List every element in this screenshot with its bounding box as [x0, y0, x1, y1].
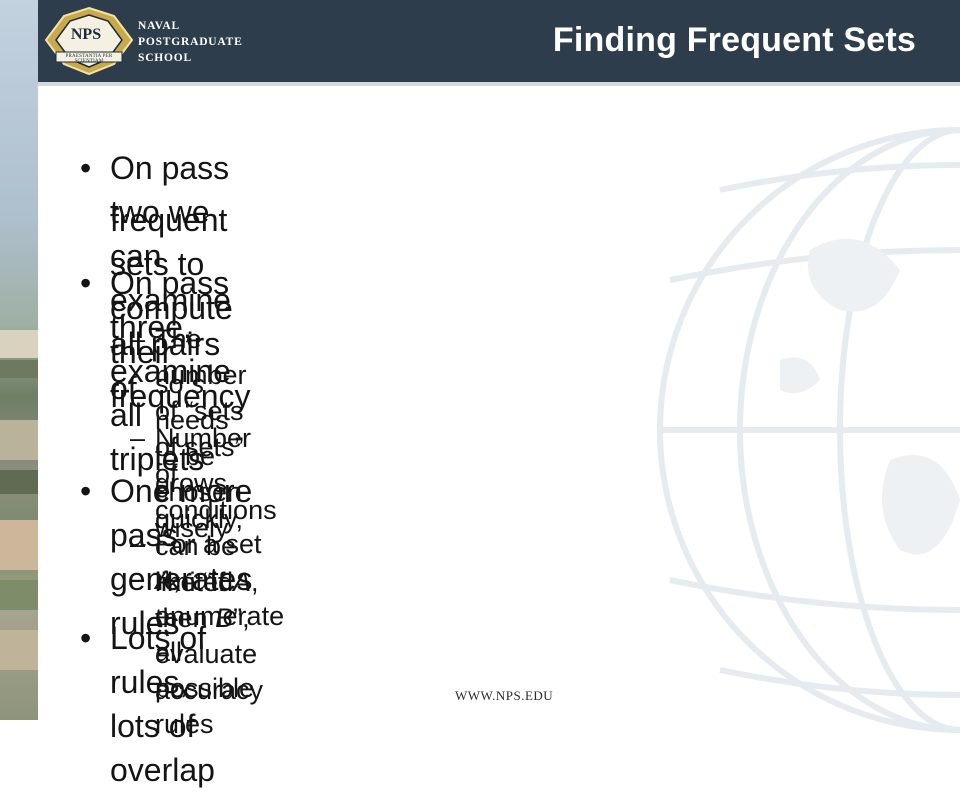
- nps-logo: NPS PRAESTANTIA PER SCIENTIAM NAVAL POST…: [40, 6, 270, 76]
- bullet-marker: •: [80, 620, 92, 656]
- sub-bullet-3-line-2: like “if A, then B”, evaluate accuracy: [155, 567, 264, 705]
- header-divider: [38, 82, 960, 86]
- bullet-3-text: One more pass generates rules: [110, 473, 253, 641]
- header-bar: [38, 0, 960, 82]
- bullet-4-text: Lots of rules, lots of overlap: [110, 620, 215, 788]
- bullet-2-text: On pass three, examine all triplets: [110, 265, 231, 477]
- variable-s: s: [191, 369, 205, 399]
- slide-title: Finding Frequent Sets: [552, 21, 916, 59]
- bullet-marker: •: [80, 150, 92, 186]
- bullet-1-line-1: On pass two we can examine all pairs of: [110, 150, 231, 406]
- footer-url: WWW.NPS.EDU: [455, 688, 554, 703]
- bullet-marker: •: [80, 473, 92, 509]
- school-name-line-1: NAVAL: [138, 20, 180, 32]
- sub-bullet-1-line-2: so s needs to be chosen wisely: [155, 369, 243, 543]
- seal-icon: [44, 6, 134, 76]
- bullet-marker: •: [80, 265, 92, 301]
- sub-bullet-1-line-1: The number of “sets of sets” grows quick…: [155, 324, 247, 534]
- sub-bullet-marker: –: [130, 423, 146, 453]
- school-name-line-3: SCHOOL: [138, 52, 193, 64]
- seal-text: NPS: [70, 26, 102, 43]
- school-name-line-2: POSTGRADUATE: [138, 36, 243, 48]
- school-name: NAVAL POSTGRADUATE SCHOOL: [138, 18, 243, 66]
- bullet-1-line-2: frequent sets to compute their frequency: [110, 202, 251, 414]
- sub-bullet-2-text: Number of conditions can be limited: [155, 423, 277, 597]
- campus-photo-strip: [0, 0, 38, 720]
- sub-bullet-marker: –: [130, 529, 146, 559]
- globe-watermark: [657, 127, 960, 733]
- seal-motto: PRAESTANTIA PER SCIENTIAM: [65, 54, 113, 64]
- sub-bullet-marker: –: [130, 324, 146, 354]
